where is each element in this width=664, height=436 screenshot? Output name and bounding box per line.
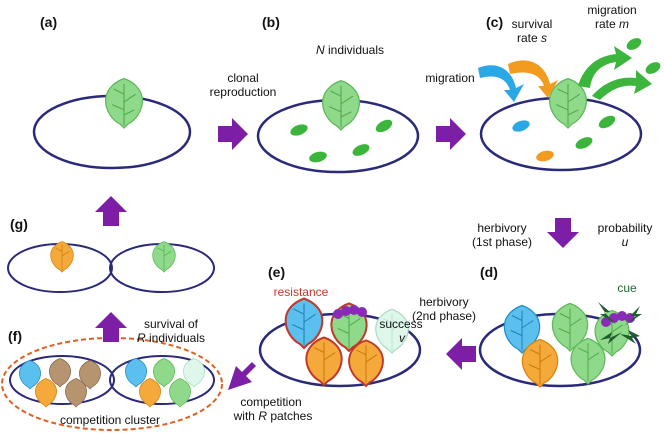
arrow-g-to-a [95, 196, 127, 226]
plant-green [152, 241, 176, 273]
plant-green-resistant [330, 302, 368, 352]
plant-green [570, 337, 606, 385]
plant-orange-resistant [348, 339, 384, 387]
emigration-arrow-green [578, 46, 632, 88]
panel-e [258, 297, 422, 388]
label-competition-cluster: competition cluster [59, 413, 161, 427]
panel-label-a: (a) [40, 14, 58, 30]
label-first-phase: (1st phase) [471, 235, 533, 249]
panel-g [7, 241, 215, 293]
label-probability-u: u [621, 235, 629, 249]
emigration-arrow-green [592, 70, 652, 100]
arrow-b-to-c [436, 118, 466, 150]
arrow-d-to-e [446, 338, 476, 370]
plant-green [551, 302, 589, 352]
label-clonal: clonal [227, 71, 259, 85]
panel-c [478, 38, 661, 172]
patch-ring-f2 [109, 355, 215, 405]
arrow-e-to-f [228, 362, 256, 390]
label-migration-rate-1: migration [587, 3, 637, 17]
panel-label-e: (e) [268, 264, 286, 280]
label-n-individuals-text: individuals [324, 43, 385, 57]
plant-blue-resistant [284, 297, 324, 350]
label-with-r-patches: with R patches [233, 409, 313, 423]
propagule-green [626, 38, 642, 50]
arrow-f-to-g [95, 312, 127, 342]
panel-a [32, 77, 192, 170]
label-survival: survival [511, 17, 553, 31]
label-survival-of: survival of [143, 317, 199, 331]
label-herbivory-2: herbivory [419, 295, 469, 309]
label-n-individuals: N individuals [315, 43, 385, 57]
survival-arrow-orange [508, 60, 558, 98]
plant-pale-eaten [375, 308, 409, 354]
plant-green [322, 79, 360, 131]
label-success-v: v [399, 331, 405, 345]
plant-orange [521, 338, 559, 388]
label-migration: migration [425, 71, 475, 85]
propagule-green [575, 137, 593, 149]
panel-d [478, 302, 642, 388]
propagule-orange [536, 150, 554, 162]
panel-label-c: (c) [486, 14, 504, 30]
label-probability: probability [597, 221, 653, 235]
plant-blue [503, 304, 541, 354]
plant-orange [50, 241, 74, 273]
propagule-green [645, 62, 661, 74]
propagule-green [375, 119, 393, 133]
propagule-green [352, 144, 370, 156]
migration-arrow-blue [478, 65, 524, 102]
panel-label-g: (g) [10, 216, 28, 232]
panel-label-d: (d) [480, 264, 498, 280]
label-second-phase: (2nd phase) [411, 309, 477, 323]
competition-cluster-boundary [1, 337, 223, 431]
label-r-individuals: R individuals [136, 331, 206, 345]
plant-green [105, 77, 143, 129]
label-survival-rate: rate s [516, 31, 547, 45]
label-competition: competition [240, 395, 302, 409]
plant-green [549, 77, 587, 129]
arrow-a-to-b [218, 118, 248, 150]
propagule-green [309, 151, 327, 163]
label-migration-rate-2: rate m [594, 17, 629, 31]
panel-f [1, 337, 223, 431]
plant-orange-resistant [305, 336, 343, 386]
patch-ring-f1 [9, 355, 115, 405]
propagule-green [598, 115, 616, 129]
label-cue: cue [617, 281, 637, 295]
label-herbivory-1: herbivory [477, 221, 527, 235]
cue-lightning-icon [598, 302, 642, 344]
label-success: success [379, 317, 423, 331]
panel-label-b: (b) [262, 14, 280, 30]
panel-b [256, 79, 420, 174]
propagule-green [290, 124, 308, 136]
label-reproduction: reproduction [209, 85, 277, 99]
propagule-blue [512, 120, 530, 132]
caterpillar-icon [333, 305, 367, 319]
label-resistance: resistance [273, 285, 329, 299]
arrow-c-to-d [547, 218, 579, 248]
panel-label-f: (f) [8, 328, 22, 344]
